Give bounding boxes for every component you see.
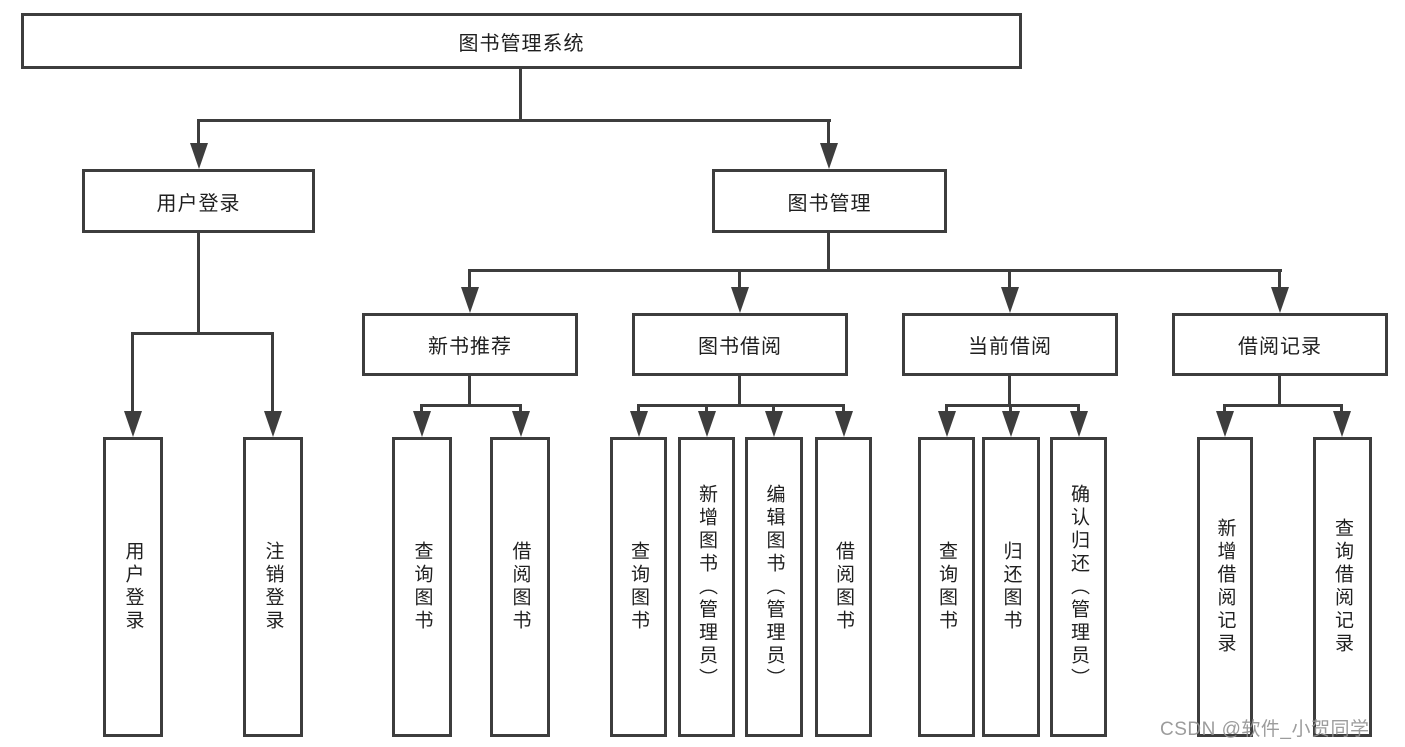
connector-level1-branch bbox=[197, 119, 831, 122]
arrowhead-borrow-records bbox=[1271, 287, 1289, 313]
connector-newbooks-split bbox=[420, 404, 522, 407]
leaf-confirm-return-admin: 确认归还（管理员） bbox=[1050, 437, 1107, 737]
node-book-management: 图书管理 bbox=[712, 169, 947, 233]
connector-drop-e2 bbox=[1340, 404, 1343, 416]
arrowhead-leaf-login bbox=[124, 411, 142, 437]
node-user-login: 用户登录 bbox=[82, 169, 315, 233]
connector-drop-current-borrow bbox=[1008, 269, 1011, 291]
connector-drop-e1 bbox=[1223, 404, 1226, 416]
arrowhead-d2 bbox=[1002, 411, 1020, 437]
connector-user-login-split bbox=[131, 332, 274, 335]
connector-drop-d2 bbox=[1009, 404, 1012, 416]
arrowhead-c1 bbox=[630, 411, 648, 437]
leaf-add-books-admin: 新增图书（管理员） bbox=[678, 437, 735, 737]
arrowhead-c4 bbox=[835, 411, 853, 437]
arrowhead-c3 bbox=[765, 411, 783, 437]
connector-drop-d3 bbox=[1077, 404, 1080, 416]
connector-currentborrow-split bbox=[945, 404, 1080, 407]
arrowhead-user-login bbox=[190, 143, 208, 169]
node-current-borrowing: 当前借阅 bbox=[902, 313, 1118, 376]
arrowhead-new-books bbox=[461, 287, 479, 313]
arrowhead-book-mgmt bbox=[820, 143, 838, 169]
arrowhead-c2 bbox=[698, 411, 716, 437]
connector-records-split bbox=[1223, 404, 1343, 407]
connector-drop-c1 bbox=[637, 404, 640, 416]
arrowhead-leaf-logout bbox=[264, 411, 282, 437]
leaf-borrow-books-recommend: 借阅图书 bbox=[490, 437, 550, 737]
arrowhead-e2 bbox=[1333, 411, 1351, 437]
leaf-query-borrow-record: 查询借阅记录 bbox=[1313, 437, 1372, 737]
arrowhead-b1 bbox=[413, 411, 431, 437]
connector-drop-c4 bbox=[842, 404, 845, 416]
connector-records-trunk bbox=[1278, 376, 1281, 407]
leaf-return-books: 归还图书 bbox=[982, 437, 1040, 737]
connector-bookborrow-split bbox=[637, 404, 845, 407]
connector-drop-b2 bbox=[519, 404, 522, 416]
leaf-query-books-borrowing: 查询图书 bbox=[610, 437, 667, 737]
leaf-query-books-current: 查询图书 bbox=[918, 437, 975, 737]
connector-bookborrow-trunk bbox=[738, 376, 741, 407]
arrowhead-book-borrow bbox=[731, 287, 749, 313]
connector-drop-book-borrow bbox=[738, 269, 741, 291]
arrowhead-d3 bbox=[1070, 411, 1088, 437]
connector-drop-leaf-login bbox=[131, 332, 134, 414]
connector-drop-user-login bbox=[197, 119, 200, 147]
leaf-borrow-books: 借阅图书 bbox=[815, 437, 872, 737]
leaf-query-books-recommend: 查询图书 bbox=[392, 437, 452, 737]
leaf-add-borrow-record: 新增借阅记录 bbox=[1197, 437, 1253, 737]
csdn-watermark: CSDN @软件_小贺同学 bbox=[1160, 719, 1370, 740]
connector-drop-d1 bbox=[945, 404, 948, 416]
leaf-logout: 注销登录 bbox=[243, 437, 303, 737]
connector-drop-c3 bbox=[772, 404, 775, 416]
connector-book-mgmt-trunk bbox=[827, 233, 830, 272]
arrowhead-current-borrow bbox=[1001, 287, 1019, 313]
node-book-borrowing: 图书借阅 bbox=[632, 313, 848, 376]
connector-drop-new-books bbox=[468, 269, 471, 291]
node-root-system: 图书管理系统 bbox=[21, 13, 1022, 69]
leaf-user-login: 用户登录 bbox=[103, 437, 163, 737]
connector-currentborrow-trunk bbox=[1008, 376, 1011, 407]
arrowhead-e1 bbox=[1216, 411, 1234, 437]
connector-drop-borrow-records bbox=[1278, 269, 1281, 291]
connector-drop-c2 bbox=[705, 404, 708, 416]
connector-drop-b1 bbox=[420, 404, 423, 416]
leaf-edit-books-admin: 编辑图书（管理员） bbox=[745, 437, 803, 737]
connector-root-trunk bbox=[519, 69, 522, 121]
connector-drop-book-mgmt bbox=[827, 119, 830, 147]
node-borrowing-records: 借阅记录 bbox=[1172, 313, 1388, 376]
connector-user-login-trunk bbox=[197, 233, 200, 334]
arrowhead-d1 bbox=[938, 411, 956, 437]
connector-level3-branch bbox=[468, 269, 1282, 272]
connector-drop-leaf-logout bbox=[271, 332, 274, 414]
arrowhead-b2 bbox=[512, 411, 530, 437]
node-new-book-recommend: 新书推荐 bbox=[362, 313, 578, 376]
connector-newbooks-trunk bbox=[468, 376, 471, 407]
